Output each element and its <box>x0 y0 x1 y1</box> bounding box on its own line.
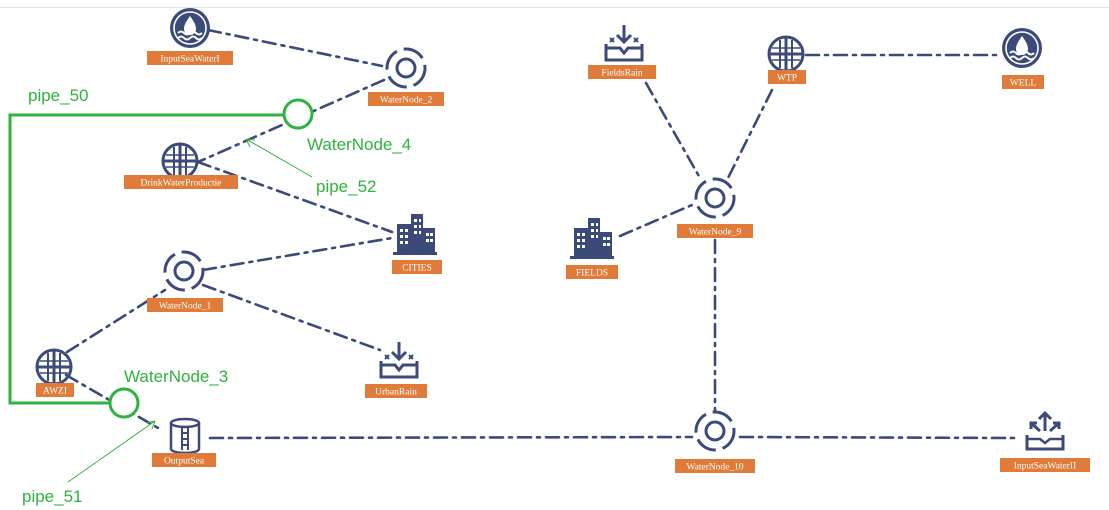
node-water-node-1[interactable]: WaterNode_1 <box>147 250 223 312</box>
pipe-52-label: pipe_52 <box>316 177 377 196</box>
node-drink-water-production[interactable]: DrinkWaterProductie <box>124 142 238 189</box>
junction-node-icon <box>163 250 205 292</box>
node-label: InputSeaWaterI <box>160 55 219 65</box>
rain-inflow-icon <box>604 23 644 62</box>
edge-drinkwater-cities[interactable] <box>196 160 394 234</box>
node-label-badge <box>124 175 238 189</box>
top-divider <box>0 7 1109 8</box>
node-label-badge <box>365 384 427 398</box>
water-node-3-label: WaterNode_3 <box>124 367 228 386</box>
node-label-badge <box>1000 458 1090 472</box>
node-label-badge <box>588 65 656 79</box>
node-urban-rain[interactable]: UrbanRain <box>365 340 427 398</box>
node-wtp[interactable]: WTP <box>767 35 806 84</box>
node-label-badge <box>368 92 444 106</box>
node-fields[interactable]: FIELDS <box>566 218 618 279</box>
city-buildings-icon <box>393 214 437 255</box>
pipe-52-pointer <box>245 138 313 178</box>
pipe-51-arrowhead <box>145 420 156 430</box>
outflow-icon <box>1025 411 1065 451</box>
edge-inputseawater1-waternode2[interactable] <box>206 28 384 68</box>
treatment-plant-icon <box>35 348 73 386</box>
node-label: FIELDS <box>576 269 608 279</box>
node-label: WaterNode_1 <box>159 302 212 312</box>
node-label: AWZI <box>43 387 67 397</box>
edge-waternode10-inputseawater2[interactable] <box>738 435 1017 440</box>
edge-waternode1-cities[interactable] <box>201 236 394 272</box>
pipe-50-label: pipe_50 <box>28 86 89 105</box>
node-label-badge <box>392 260 442 274</box>
node-label: UrbanRain <box>375 388 417 398</box>
node-input-sea-water-1[interactable]: InputSeaWaterI <box>147 7 233 65</box>
node-label: WaterNode_9 <box>689 228 742 238</box>
water-node-4-marker[interactable] <box>282 98 314 130</box>
pipe-51-label: pipe_51 <box>22 487 83 506</box>
node-label: WaterNode_10 <box>686 463 744 473</box>
water-node-4-label: WaterNode_4 <box>307 135 411 154</box>
node-label: InputSeaWaterII <box>1014 462 1077 472</box>
node-well[interactable]: WELL <box>1001 27 1044 89</box>
node-label-badge <box>147 298 223 312</box>
node-cities[interactable]: CITIES <box>392 214 442 274</box>
node-output-sea[interactable]: OutputSea <box>152 417 216 467</box>
junction-node-icon <box>385 47 427 89</box>
water-source-icon <box>1001 27 1043 69</box>
node-label: DrinkWaterProductie <box>140 179 221 189</box>
node-water-node-10[interactable]: WaterNode_10 <box>675 410 755 473</box>
node-label-badge <box>768 70 806 84</box>
edge-fields-waternode9[interactable] <box>618 203 694 238</box>
node-awzi[interactable]: AWZI <box>35 348 74 397</box>
edge-fieldsrain-waternode9[interactable] <box>644 81 702 180</box>
node-water-node-2[interactable]: WaterNode_2 <box>368 47 444 106</box>
node-label-badge <box>147 51 233 65</box>
edge-wtp-waternode9[interactable] <box>726 88 774 180</box>
water-source-icon <box>169 7 211 49</box>
node-label-badge <box>152 453 216 467</box>
pipe-52-arrowhead <box>245 138 256 148</box>
node-label-badge <box>677 224 753 238</box>
treatment-plant-icon <box>161 142 199 180</box>
node-water-node-9[interactable]: WaterNode_9 <box>677 177 753 238</box>
node-fields-rain[interactable]: FieldsRain <box>588 23 656 79</box>
node-label-badge <box>675 459 755 473</box>
node-label-badge <box>36 383 74 397</box>
node-label: OutputSea <box>164 457 205 467</box>
edge-waternode1-urbanrain[interactable] <box>201 283 382 352</box>
node-label-badge <box>1002 75 1044 89</box>
node-label: WELL <box>1010 79 1037 89</box>
rain-inflow-icon <box>379 340 419 379</box>
node-label: FieldsRain <box>601 69 642 79</box>
city-buildings-icon <box>570 218 614 259</box>
edge-waternode2-drinkwater[interactable] <box>196 78 386 164</box>
node-input-sea-water-2[interactable]: InputSeaWaterII <box>1000 411 1090 472</box>
node-label: CITIES <box>402 264 432 274</box>
node-label: WaterNode_2 <box>380 96 433 106</box>
edge-awzi-outputsea[interactable] <box>64 373 160 430</box>
junction-node-icon <box>694 177 736 219</box>
storage-tank-icon <box>169 417 201 455</box>
node-label: WTP <box>777 74 797 84</box>
junction-node-icon <box>694 410 736 452</box>
pipe-50-line[interactable] <box>8 113 283 405</box>
water-node-3-marker[interactable] <box>108 387 140 419</box>
treatment-plant-icon <box>767 35 805 73</box>
pipe-51-pointer <box>67 420 156 483</box>
node-label-badge <box>566 265 618 279</box>
added-elements: pipe_50 WaterNode_4 pipe_52 WaterNode_3 … <box>8 86 411 506</box>
edge-outputsea-waternode10[interactable] <box>208 435 694 440</box>
